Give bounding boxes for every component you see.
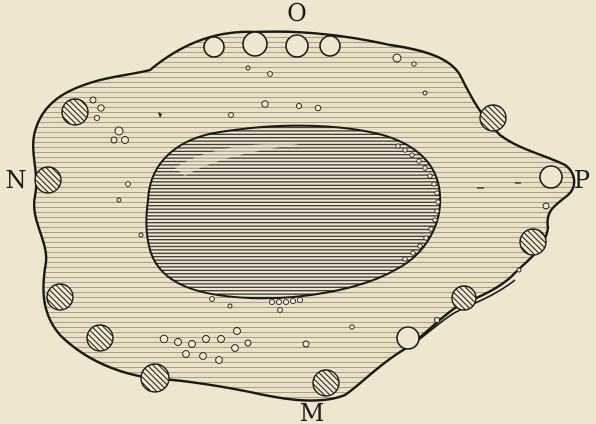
vacuole-open (204, 37, 224, 57)
vacuole-open (397, 327, 419, 349)
label-right: P (574, 166, 590, 194)
vacuole-hatched (87, 325, 113, 351)
label-bottom: M (300, 399, 325, 424)
label-left: N (6, 166, 27, 194)
vacuole-hatched (62, 99, 88, 125)
vacuole-hatched (47, 284, 73, 310)
vacuole-hatched (35, 167, 61, 193)
vacuole-open (320, 36, 340, 56)
vacuole-open (540, 166, 562, 188)
vacuole-open (243, 32, 267, 56)
vacuole-hatched (141, 364, 169, 392)
vacuole-hatched (313, 370, 339, 396)
vacuole-hatched (480, 105, 506, 131)
vacuole-open (286, 35, 308, 57)
vacuole-hatched (520, 229, 546, 255)
vacuole-hatched (452, 286, 476, 310)
label-top: O (287, 0, 307, 27)
